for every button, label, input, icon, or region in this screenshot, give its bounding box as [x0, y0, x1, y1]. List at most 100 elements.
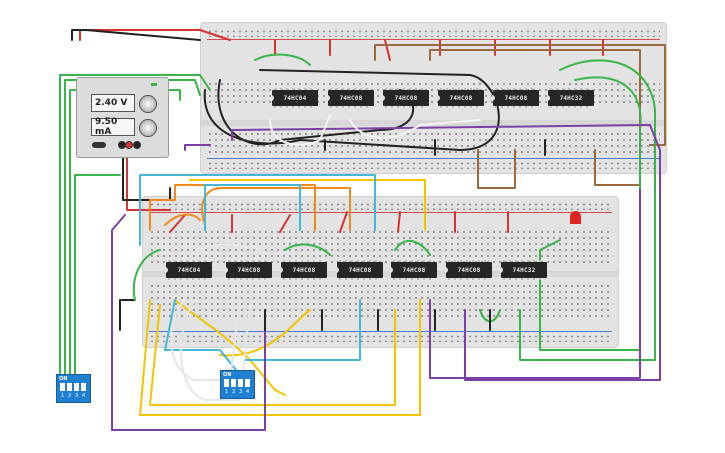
wire-red-bottom-1[interactable] [169, 214, 186, 233]
wire-yellow-5[interactable] [219, 309, 311, 357]
wire-green-dip-1[interactable] [59, 74, 211, 381]
wire-purple-3[interactable] [429, 189, 641, 379]
wire-purple-4[interactable] [111, 214, 266, 431]
power-supply[interactable]: 2.40 V 9.50 mA [76, 77, 169, 158]
wire-black-loop[interactable] [203, 69, 500, 151]
led-icon[interactable] [570, 211, 581, 224]
wire-brown-top[interactable] [374, 44, 666, 146]
top-chip-5[interactable]: 74HC08 [492, 88, 539, 108]
dip-toggle-3[interactable] [74, 383, 79, 391]
wire-white-1[interactable] [269, 114, 331, 146]
wire-red-bottom-5[interactable] [397, 211, 401, 233]
wire-cyan-2[interactable] [204, 184, 301, 231]
top-chip-6[interactable]: 74HC32 [547, 88, 594, 108]
wire-black-top[interactable] [122, 144, 171, 201]
chip-label: 74HC08 [348, 266, 372, 274]
wire-white-2[interactable] [349, 119, 481, 139]
wire-green-dip-4[interactable] [74, 174, 121, 381]
dip-toggle-1[interactable] [224, 379, 229, 387]
wire-red-bottom-4[interactable] [339, 211, 348, 233]
wire-black-side[interactable] [119, 299, 136, 331]
wire-white-3[interactable] [170, 299, 241, 381]
wire-cyan-4[interactable] [244, 299, 361, 361]
wire-green-mid[interactable] [284, 243, 331, 256]
bottom-chip-6[interactable]: 74HC08 [445, 260, 492, 280]
terminal-icon[interactable] [133, 141, 141, 149]
wire-black-psu[interactable] [71, 29, 201, 41]
chip-label: 74HC32 [512, 266, 536, 274]
wire-red-jumper-3[interactable] [384, 39, 391, 61]
top-chip-2[interactable]: 74HC08 [327, 88, 374, 108]
rail-line-positive [149, 212, 612, 213]
voltage-knob-icon[interactable] [139, 95, 157, 113]
lower-hole-grid [149, 283, 612, 319]
bottom-chip-3[interactable]: 74HC08 [280, 260, 327, 280]
chip-label: 74HC08 [402, 266, 426, 274]
chip-label: 74HC08 [449, 94, 473, 102]
chip-label: 74HC32 [559, 94, 583, 102]
bottom-chip-7[interactable]: 74HC32 [500, 260, 547, 280]
top-chip-3[interactable]: 74HC08 [382, 88, 429, 108]
power-indicator-icon [151, 83, 157, 86]
wire-cyan-3[interactable] [164, 299, 241, 376]
wire-green-left[interactable] [132, 249, 161, 301]
dip-switch-right[interactable]: ON 1 2 3 4 [220, 370, 255, 399]
bottom-chip-4[interactable]: 74HC08 [336, 260, 383, 280]
wire-orange-1[interactable] [149, 184, 316, 231]
wire-orange-3[interactable] [164, 213, 201, 226]
wire-green-right-1[interactable] [519, 59, 656, 361]
wire-purple-2[interactable] [184, 144, 211, 151]
rail-line-negative [149, 331, 612, 332]
wire-purple-1[interactable] [231, 124, 661, 381]
bottom-chip-1[interactable]: 74HC04 [165, 260, 212, 280]
top-power-rail [149, 202, 612, 210]
dip-position-label: 3 [75, 393, 79, 399]
top-chip-4[interactable]: 74HC08 [437, 88, 484, 108]
wire-white-5[interactable] [199, 243, 261, 251]
wire-red-top[interactable] [79, 29, 231, 41]
current-display: 9.50 mA [91, 117, 135, 137]
bottom-chip-2[interactable]: 74HC08 [225, 260, 272, 280]
chip-label: 74HC08 [504, 94, 528, 102]
wire-green-top-1[interactable] [254, 53, 311, 66]
upper-hole-grid [149, 229, 612, 263]
top-chip-1[interactable]: 74HC04 [271, 88, 318, 108]
dip-toggle-4[interactable] [245, 379, 250, 387]
power-switch[interactable] [92, 142, 106, 148]
wire-white-4[interactable] [180, 299, 251, 401]
wire-yellow-2[interactable] [149, 304, 396, 406]
wire-cyan-1[interactable] [139, 174, 376, 246]
top-power-rail [207, 29, 660, 37]
dip-toggle-2[interactable] [67, 383, 72, 391]
dip-position-label: 2 [232, 389, 236, 395]
wire-red-main[interactable] [126, 144, 171, 211]
dip-toggle-1[interactable] [60, 383, 65, 391]
chip-label: 74HC04 [177, 266, 201, 274]
dip-position-label: 1 [225, 389, 229, 395]
chip-label: 74HC08 [394, 94, 418, 102]
chip-label: 74HC08 [339, 94, 363, 102]
wire-red-bottom-3[interactable] [279, 214, 291, 233]
wire-green-mid-2[interactable] [394, 240, 431, 256]
dip-switch-left[interactable]: ON 1 2 3 4 [56, 374, 91, 403]
terminal-icon[interactable] [125, 141, 133, 149]
wire-yellow-4[interactable] [189, 179, 426, 231]
wire-yellow-1[interactable] [139, 299, 421, 416]
wire-brown-loop[interactable] [429, 49, 641, 186]
bottom-chip-5[interactable]: 74HC08 [390, 260, 437, 280]
wire-orange-2[interactable] [201, 187, 351, 231]
wire-brown-right[interactable] [477, 149, 516, 189]
chip-label: 74HC08 [237, 266, 261, 274]
dip-toggle-3[interactable] [238, 379, 243, 387]
voltage-display: 2.40 V [91, 94, 135, 112]
dip-toggle-2[interactable] [231, 379, 236, 387]
dip-position-label: 2 [68, 393, 72, 399]
dip-on-label: ON [59, 376, 68, 382]
dip-position-label: 4 [82, 393, 86, 399]
dip-toggle-4[interactable] [81, 383, 86, 391]
rail-line-negative [207, 158, 660, 159]
chip-label: 74HC08 [457, 266, 481, 274]
wire-green-right-2[interactable] [539, 76, 642, 351]
current-knob-icon[interactable] [139, 119, 157, 137]
